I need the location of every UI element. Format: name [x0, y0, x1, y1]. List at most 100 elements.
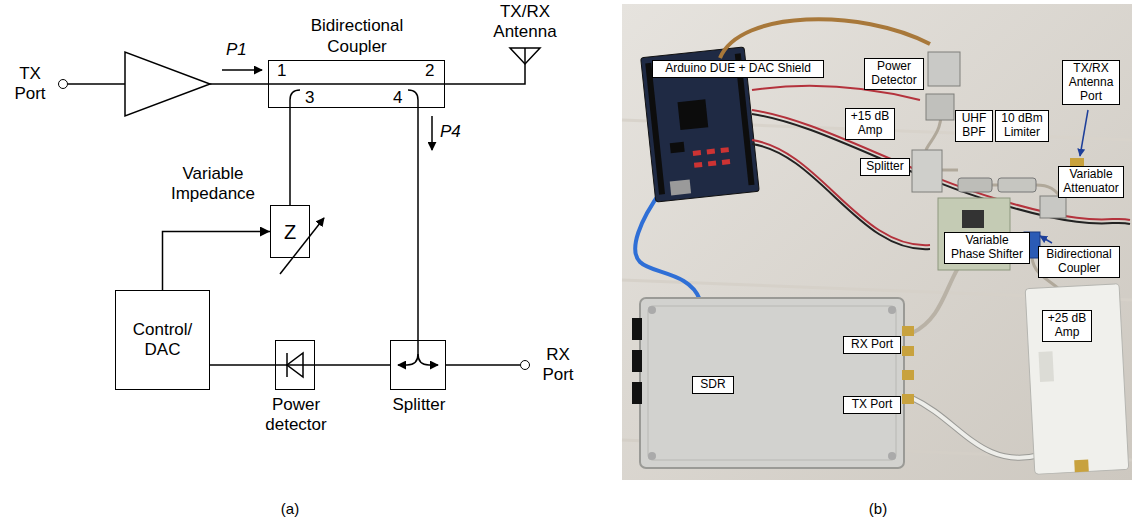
port-terminal: RX Port [520, 360, 530, 370]
diode-symbol [286, 353, 288, 377]
amplifier-symbol [125, 52, 210, 116]
rf-cable [912, 398, 1040, 458]
coupler-lines [290, 90, 300, 108]
coupler-lines [268, 84, 445, 108]
rf-cable [720, 19, 930, 58]
sdr-box [632, 298, 914, 468]
amplifier-symbol [125, 52, 210, 116]
photo-background [622, 4, 1132, 480]
node-label: TX Port [847, 398, 897, 412]
signal-name: P1 [226, 40, 247, 60]
rf-components [926, 94, 954, 120]
arduino-board [694, 162, 702, 168]
arduino-board [721, 147, 729, 153]
rf-cable [912, 398, 1040, 458]
signal-name: P4 [440, 122, 461, 142]
rf-cable [912, 268, 958, 333]
arduino-board [645, 63, 665, 195]
amplifier-module [1074, 460, 1089, 473]
connector-wire [446, 364, 520, 366]
usb-cable [635, 190, 700, 300]
arduino-board [707, 149, 715, 155]
node-label: Power Detector [868, 60, 920, 88]
rf-components [1040, 196, 1066, 218]
photo-background [622, 4, 1132, 480]
photo-callout: Arduino DUE + DAC Shield [652, 60, 824, 78]
sdr-box [902, 346, 914, 356]
connector-wire [210, 364, 275, 366]
connector-wire [417, 108, 419, 340]
antenna-symbol [445, 64, 525, 84]
node-label: Variable Phase Shifter [948, 234, 1026, 262]
rf-components [962, 210, 984, 228]
arduino-board [722, 159, 730, 165]
photo-callout: Variable Phase Shifter [944, 232, 1030, 264]
amplifier-module [1038, 351, 1054, 382]
rf-cable [1036, 185, 1060, 196]
node-label: TX/RX Antenna Port [1066, 62, 1116, 103]
diode-symbol [287, 353, 303, 377]
node-label: +15 dB Amp [849, 110, 891, 138]
node-label: TX Port [9, 64, 51, 105]
amplifier-module [1025, 284, 1129, 475]
photo-callout: UHF BPF [955, 110, 993, 142]
power-flow-arrow [431, 116, 433, 150]
photo-callout: RX Port [843, 336, 901, 354]
port-number: 4 [393, 89, 402, 106]
detector-box: Power detector [275, 340, 315, 390]
node-label: Splitter [379, 395, 459, 415]
splitter-box: Splitter [390, 340, 446, 390]
photo-callout: Power Detector [864, 58, 924, 90]
coupler-lines [408, 90, 418, 108]
antenna-label: TX/RX Antenna [489, 2, 561, 43]
power-flow-arrow [222, 70, 432, 150]
rf-cable [942, 169, 958, 172]
impedance-symbol: Z [284, 220, 296, 244]
port-number: 3 [305, 89, 314, 106]
photo-callout: TX Port [843, 396, 901, 414]
sdr-box [648, 452, 656, 460]
node-label: Variable Attenuator [1062, 168, 1120, 196]
rf-components [912, 52, 1084, 270]
connector-wire [163, 232, 271, 291]
arduino-board [670, 142, 685, 153]
leader-arrow [1040, 236, 1052, 243]
node-label: RX Port [537, 345, 579, 386]
sdr-box [632, 350, 642, 372]
rf-components [928, 52, 960, 86]
subfigure-caption: (a) [275, 500, 305, 518]
sdr-box [648, 306, 656, 314]
coupler-box: Bidirectional Coupler1234 [268, 60, 445, 108]
node-label: 10 dBm Limiter [999, 112, 1045, 140]
splitter-arrows [398, 340, 438, 365]
sdr-box [902, 326, 914, 336]
arduino-board [693, 150, 701, 156]
control-wires [752, 144, 930, 249]
leader-arrow [1080, 110, 1088, 156]
port-terminal: TX Port [58, 79, 68, 89]
impedance-box: Variable ImpedanceZ [270, 205, 310, 258]
variable-arrow [280, 218, 324, 274]
node-label: RX Port [847, 338, 897, 352]
sdr-box [632, 382, 642, 404]
photo-callout: SDR [692, 376, 734, 394]
component-label: Variable Impedance [163, 164, 263, 205]
sdr-box [648, 306, 896, 460]
sdr-box [632, 318, 642, 340]
antenna-symbol [524, 48, 526, 64]
photo-callout: Variable Attenuator [1058, 166, 1124, 198]
photo-callout: +25 dB Amp [1042, 310, 1092, 342]
rf-components [958, 178, 992, 192]
node-label: SDR [696, 378, 730, 392]
antenna-symbol [445, 48, 540, 84]
sdr-box [888, 452, 896, 460]
component-label: Bidirectional Coupler [297, 16, 417, 57]
coupler-lines [268, 83, 445, 85]
node-label: Power detector [256, 395, 336, 436]
arduino-board [670, 179, 691, 195]
sdr-box [888, 306, 896, 314]
sdr-box [640, 298, 904, 468]
connector-wire [315, 364, 390, 366]
rf-components [912, 150, 942, 192]
photo-callout: TX/RX Antenna Port [1062, 60, 1120, 105]
